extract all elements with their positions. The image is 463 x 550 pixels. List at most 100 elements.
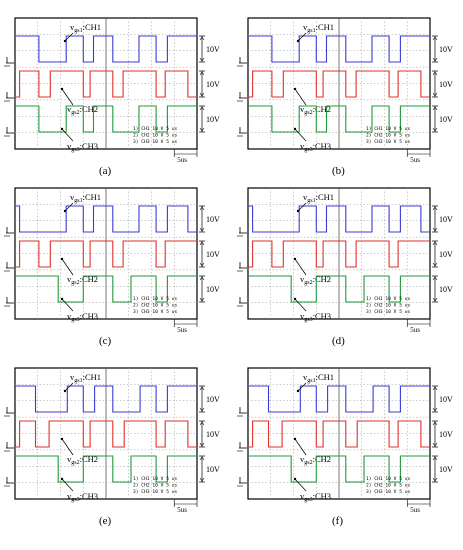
callout-arrow	[61, 88, 74, 106]
arrow-head-icon	[293, 477, 297, 481]
series-label-ch1: vgs1:CH1	[303, 22, 334, 34]
scope-legend-line: 1) CH1 10 V 5 us	[366, 296, 410, 302]
arrow-down-icon	[432, 442, 438, 447]
panel-caption: (f)	[332, 515, 343, 527]
arrow-down-icon	[432, 227, 438, 232]
series-label-ch3: vgs3:CH3	[67, 311, 98, 323]
panel-caption: (b)	[332, 165, 345, 177]
arrow-head-icon	[60, 257, 64, 261]
arrow-down-icon	[199, 262, 205, 267]
arrow-down-icon	[432, 477, 438, 482]
volt-div-label: 10V	[206, 395, 220, 404]
scope-legend-line: 3) CH3 10 V 5 us	[366, 489, 410, 495]
waveform-ch2	[15, 420, 197, 448]
waveform-ch3	[15, 455, 197, 483]
arrow-head-icon	[293, 437, 297, 441]
arrow-up-icon	[199, 71, 205, 76]
series-label-ch3: vgs3:CH3	[67, 141, 98, 153]
arrow-down-icon	[199, 227, 205, 232]
series-label-ch1: vgs1:CH1	[303, 372, 334, 384]
callout-arrow	[61, 128, 74, 142]
series-label-ch3: vgs3:CH3	[300, 491, 331, 503]
arrow-up-icon	[432, 386, 438, 391]
arrow-down-icon	[199, 407, 205, 412]
scope-legend-line: 1) CH1 10 V 5 us	[133, 296, 177, 302]
volt-div-label: 10V	[206, 215, 220, 224]
series-label-ch1: vgs1:CH1	[70, 192, 101, 204]
arrow-up-icon	[199, 36, 205, 41]
arrow-down-icon	[432, 92, 438, 97]
volt-div-label: 10V	[439, 115, 453, 124]
arrow-down-icon	[432, 127, 438, 132]
arrow-down-icon	[432, 262, 438, 267]
volt-div-label: 10V	[206, 80, 220, 89]
scope-legend-line: 1) CH1 10 V 5 us	[133, 476, 177, 482]
callout-arrow	[294, 438, 307, 456]
scope-legend-line: 1) CH1 10 V 5 us	[133, 126, 177, 132]
arrow-head-icon	[60, 127, 64, 131]
series-label-ch2: vgs2:CH2	[67, 454, 98, 466]
volt-div-label: 10V	[439, 80, 453, 89]
scope-legend-line: 3) CH3 10 V 5 us	[366, 309, 410, 315]
callout-arrow	[61, 478, 74, 492]
arrow-up-icon	[432, 71, 438, 76]
time-div-label: 5us	[410, 156, 420, 164]
panel-caption: (a)	[99, 165, 112, 177]
arrow-head-icon	[63, 389, 67, 393]
arrow-head-icon	[63, 39, 67, 43]
volt-div-label: 10V	[439, 430, 453, 439]
series-label-ch2: vgs2:CH2	[67, 104, 98, 116]
callout-arrow	[294, 298, 307, 312]
arrow-head-icon	[60, 437, 64, 441]
series-label-ch1: vgs1:CH1	[303, 192, 334, 204]
series-label-ch2: vgs2:CH2	[300, 104, 331, 116]
scope-legend-line: 2) CH2 10 V 5 us	[366, 303, 410, 309]
arrow-head-icon	[293, 257, 297, 261]
callout-arrow	[61, 258, 74, 276]
arrow-head-icon	[296, 209, 300, 213]
volt-div-label: 10V	[206, 250, 220, 259]
waveform-ch2	[248, 420, 430, 448]
callout-arrow	[64, 202, 74, 212]
callout-arrow	[294, 478, 307, 492]
volt-div-label: 10V	[439, 45, 453, 54]
volt-div-label: 10V	[206, 45, 220, 54]
arrow-up-icon	[432, 241, 438, 246]
callout-arrow	[294, 88, 307, 106]
time-div-label: 5us	[177, 156, 187, 164]
series-label-ch2: vgs2:CH2	[67, 274, 98, 286]
panel-a: 10V vgs1:CH1 10V vgs2:CH2 10V vgs3:CH3 1) CH1 …	[4, 17, 220, 177]
volt-div-label: 10V	[206, 465, 220, 474]
arrow-head-icon	[293, 127, 297, 131]
arrow-up-icon	[199, 386, 205, 391]
arrow-up-icon	[432, 456, 438, 461]
series-label-ch3: vgs3:CH3	[67, 491, 98, 503]
arrow-up-icon	[432, 36, 438, 41]
arrow-head-icon	[60, 87, 64, 91]
scope-legend-line: 3) CH3 10 V 5 us	[133, 139, 177, 145]
waveform-ch1	[15, 35, 197, 63]
arrow-head-icon	[60, 297, 64, 301]
volt-div-label: 10V	[439, 250, 453, 259]
arrow-head-icon	[296, 39, 300, 43]
waveform-ch2	[15, 70, 197, 98]
scope-legend-line: 1) CH1 10 V 5 us	[366, 476, 410, 482]
arrow-up-icon	[432, 276, 438, 281]
time-div-label: 5us	[177, 326, 187, 334]
volt-div-label: 10V	[206, 430, 220, 439]
volt-div-label: 10V	[206, 115, 220, 124]
arrow-head-icon	[60, 477, 64, 481]
waveform-ch1	[15, 385, 197, 413]
callout-arrow	[64, 382, 74, 392]
callout-arrow	[297, 382, 307, 392]
series-label-ch1: vgs1:CH1	[70, 22, 101, 34]
series-label-ch2: vgs2:CH2	[300, 274, 331, 286]
volt-div-label: 10V	[439, 395, 453, 404]
waveform-ch3	[248, 105, 430, 133]
callout-arrow	[61, 438, 74, 456]
waveform-ch3	[248, 455, 430, 483]
series-label-ch2: vgs2:CH2	[300, 454, 331, 466]
